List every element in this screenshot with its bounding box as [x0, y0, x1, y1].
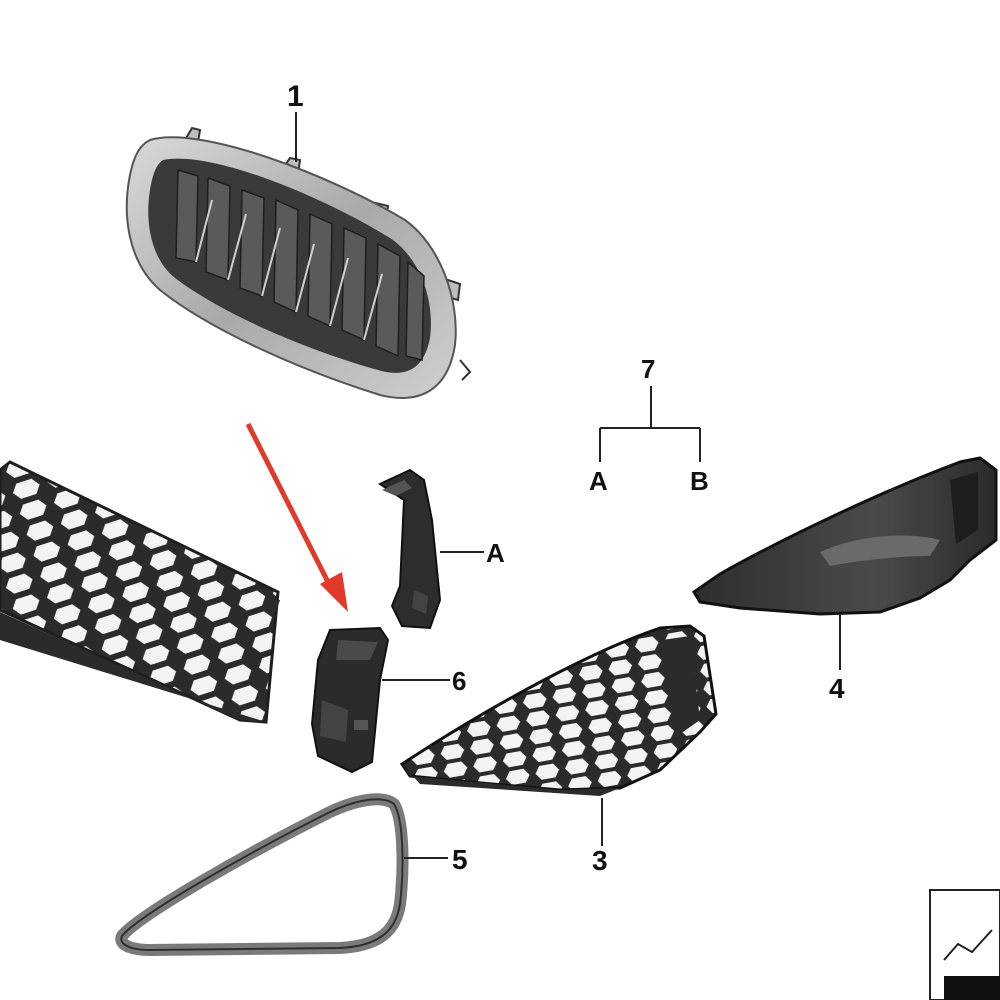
fog-cover-outer — [691, 456, 998, 616]
bracket-6 — [310, 626, 390, 774]
callout-bracket-a: A — [486, 538, 505, 568]
callout-7: 7 — [641, 354, 655, 384]
callout-6: 6 — [452, 666, 466, 696]
callout-3: 3 — [592, 845, 608, 876]
callout-4: 4 — [829, 673, 845, 704]
kit-tree: 7 A B — [589, 354, 709, 496]
callout-5: 5 — [452, 844, 468, 875]
callout-kit-a: A — [589, 466, 608, 496]
catalog-logo-icon — [929, 889, 1000, 1000]
bracket-a — [377, 468, 442, 630]
callout-kit-b: B — [690, 466, 709, 496]
kidney-grille — [125, 126, 472, 399]
center-mesh-grille — [0, 460, 280, 724]
callout-1: 1 — [287, 80, 304, 113]
fog-grille-mesh — [399, 624, 718, 796]
red-arrow-icon — [245, 422, 348, 612]
trim-ring — [115, 793, 409, 956]
